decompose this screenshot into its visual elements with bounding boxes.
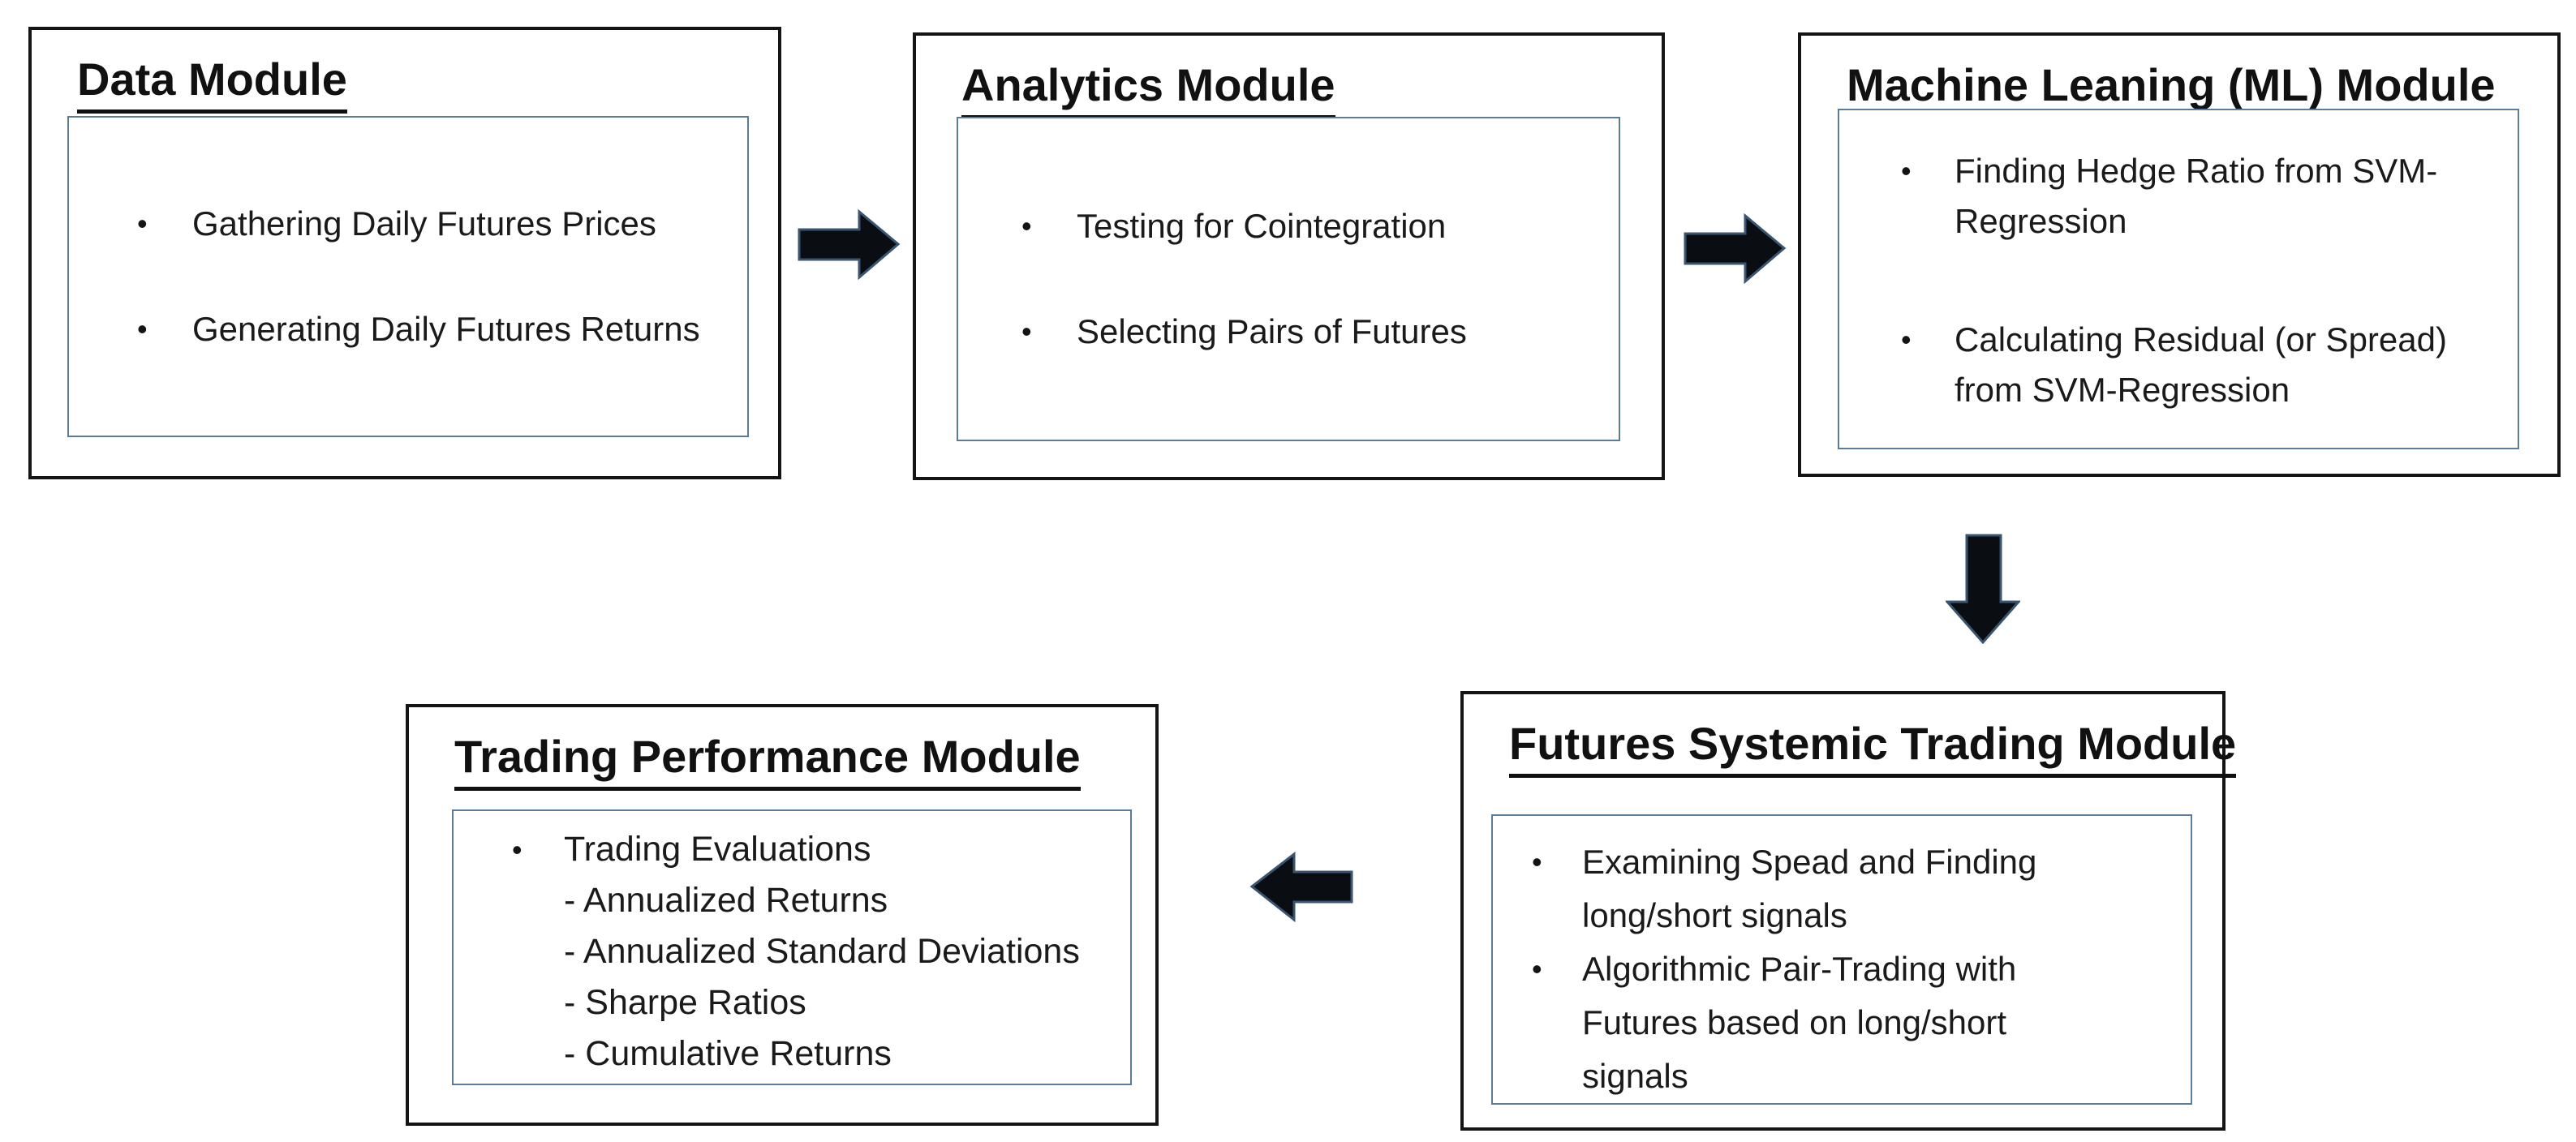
list-item-text: Finding Hedge Ratio from SVM- Regression: [1955, 152, 2438, 240]
bullet-icon: •: [137, 207, 148, 240]
bullet-icon: •: [1901, 323, 1912, 356]
list-item: • Trading Evaluations: [512, 824, 1130, 875]
list-item: • Finding Hedge Ratio from SVM- Regressi…: [1901, 146, 2501, 247]
module-data: Data Module • Gathering Daily Futures Pr…: [28, 27, 781, 479]
module-performance: Trading Performance Module • Trading Eva…: [406, 704, 1159, 1126]
module-analytics: Analytics Module • Testing for Cointegra…: [913, 32, 1665, 480]
module-futures-trading-list: • Examining Spead and Finding long/short…: [1493, 816, 2191, 1103]
sub-list-item: - Cumulative Returns: [564, 1034, 892, 1073]
list-item: • Selecting Pairs of Futures: [1021, 311, 1619, 353]
bullet-icon: •: [1021, 209, 1032, 243]
list-item-text: Calculating Residual (or Spread) from SV…: [1955, 320, 2447, 409]
module-data-list: • Gathering Daily Futures Prices • Gener…: [69, 118, 747, 436]
module-performance-content-box: • Trading Evaluations - Annualized Retur…: [452, 809, 1132, 1085]
module-analytics-list: • Testing for Cointegration • Selecting …: [958, 118, 1619, 440]
module-ml-content-box: • Finding Hedge Ratio from SVM- Regressi…: [1838, 109, 2519, 449]
list-item: • Examining Spead and Finding long/short…: [1532, 835, 2176, 942]
arrow-right-icon: [798, 209, 901, 280]
module-futures-trading-title: Futures Systemic Trading Module: [1509, 719, 2237, 778]
list-item-text: Selecting Pairs of Futures: [1077, 312, 1467, 350]
list-item-text: Algorithmic Pair-Trading with Futures ba…: [1582, 950, 2017, 1095]
module-analytics-title: Analytics Module: [961, 60, 1335, 119]
sub-list-item: - Sharpe Ratios: [564, 983, 806, 1022]
bullet-icon: •: [1532, 845, 1542, 878]
list-item-text: Testing for Cointegration: [1077, 207, 1447, 245]
list-item: • Calculating Residual (or Spread) from …: [1901, 315, 2501, 415]
arrow-left-icon: [1248, 852, 1353, 922]
bullet-icon: •: [1021, 315, 1032, 348]
list-item: • Generating Daily Futures Returns: [137, 308, 747, 350]
module-ml: Machine Leaning (ML) Module • Finding He…: [1798, 32, 2561, 477]
list-item: • Testing for Cointegration: [1021, 205, 1619, 247]
module-analytics-content-box: • Testing for Cointegration • Selecting …: [957, 117, 1620, 441]
list-item: • Gathering Daily Futures Prices: [137, 203, 747, 245]
module-futures-trading-content-box: • Examining Spead and Finding long/short…: [1491, 814, 2192, 1105]
arrow-down-icon: [1946, 534, 2020, 645]
arrow-right-icon: [1684, 213, 1787, 284]
sub-list-item: - Annualized Returns: [564, 881, 888, 920]
bullet-icon: •: [512, 833, 523, 866]
list-item-text: Trading Evaluations: [564, 830, 871, 869]
module-data-content-box: • Gathering Daily Futures Prices • Gener…: [67, 116, 749, 437]
list-item-text: Gathering Daily Futures Prices: [192, 204, 656, 243]
bullet-icon: •: [1901, 154, 1912, 187]
list-item-text: Examining Spead and Finding long/short s…: [1582, 843, 2037, 934]
module-performance-title: Trading Performance Module: [454, 732, 1081, 791]
module-ml-list: • Finding Hedge Ratio from SVM- Regressi…: [1839, 110, 2518, 415]
bullet-icon: •: [137, 312, 148, 346]
bullet-icon: •: [1532, 952, 1542, 985]
module-performance-list: • Trading Evaluations: [454, 824, 1130, 875]
module-performance-content: • Trading Evaluations - Annualized Retur…: [454, 811, 1130, 1080]
list-item-text: Generating Daily Futures Returns: [192, 310, 700, 348]
module-data-title: Data Module: [77, 54, 347, 114]
sub-list-item: - Annualized Standard Deviations: [564, 932, 1080, 971]
module-futures-trading: Futures Systemic Trading Module • Examin…: [1460, 691, 2237, 1131]
list-item: • Algorithmic Pair-Trading with Futures …: [1532, 942, 2176, 1103]
